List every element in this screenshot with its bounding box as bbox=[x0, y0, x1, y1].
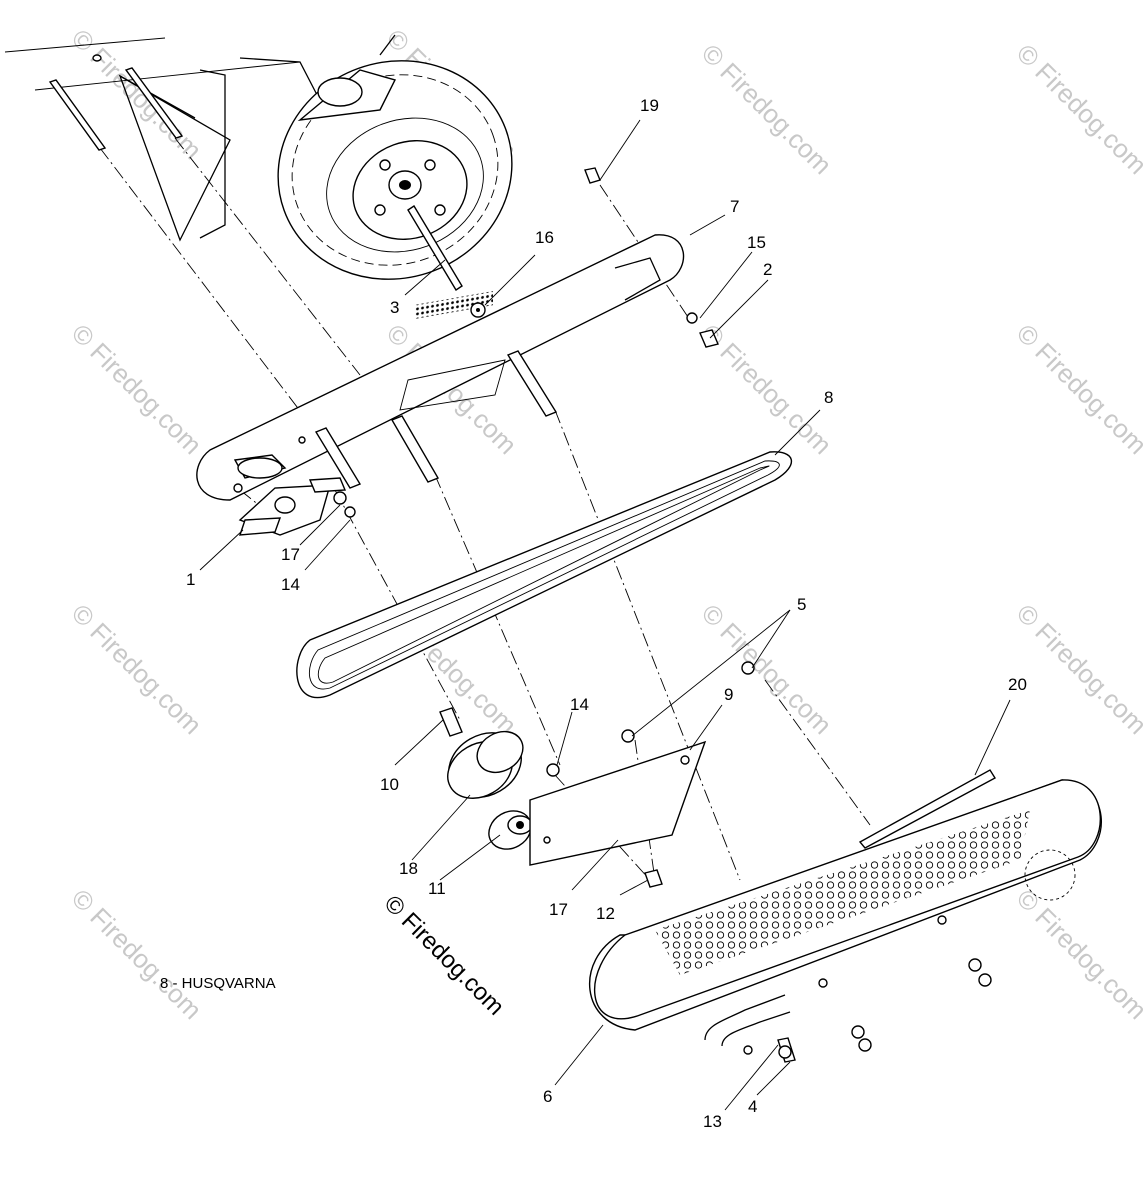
label-10: 10 bbox=[380, 775, 399, 794]
watermark-1: © Firedog.com bbox=[66, 23, 208, 165]
label-11: 11 bbox=[428, 879, 446, 898]
label-12: 12 bbox=[596, 904, 615, 923]
label-19: 19 bbox=[640, 96, 659, 115]
watermark-11: © Firedog.com bbox=[696, 598, 838, 740]
label-17-upper: 17 bbox=[281, 545, 300, 564]
guard-end-ring bbox=[1024, 849, 1076, 901]
watermark-8: © Firedog.com bbox=[1011, 318, 1144, 460]
label-14-lower: 14 bbox=[570, 695, 589, 714]
watermark-14: © Firedog.com bbox=[1011, 883, 1144, 1025]
leader-lines bbox=[199, 119, 1011, 1111]
watermark-3: © Firedog.com bbox=[696, 38, 838, 180]
label-8: 8 bbox=[824, 388, 833, 407]
upper-belt-cover bbox=[196, 234, 685, 501]
pulley-assembly bbox=[447, 730, 533, 850]
label-6: 6 bbox=[543, 1087, 552, 1106]
lower-belt-guard bbox=[588, 769, 1102, 1063]
label-18: 18 bbox=[399, 859, 418, 878]
label-17-lower: 17 bbox=[549, 900, 568, 919]
idler-bracket bbox=[233, 436, 356, 536]
watermark-7: © Firedog.com bbox=[696, 318, 838, 460]
label-14-upper: 14 bbox=[281, 575, 300, 594]
label-15: 15 bbox=[747, 233, 766, 252]
hardware-parts bbox=[439, 167, 755, 888]
watermark-12: © Firedog.com bbox=[1011, 598, 1144, 740]
label-20: 20 bbox=[1008, 675, 1027, 694]
label-16: 16 bbox=[535, 228, 554, 247]
watermark-4: © Firedog.com bbox=[1011, 38, 1144, 180]
mower-frame-fragment bbox=[4, 34, 396, 242]
label-2: 2 bbox=[763, 260, 772, 279]
drive-belt bbox=[296, 451, 793, 699]
cover-vent-grille bbox=[399, 291, 506, 411]
label-5: 5 bbox=[797, 595, 806, 614]
label-9: 9 bbox=[724, 685, 733, 704]
label-1: 1 bbox=[186, 570, 195, 589]
firedog-watermark: © Firedog.com bbox=[379, 890, 510, 1021]
label-4: 4 bbox=[748, 1097, 757, 1116]
spacer-tubes bbox=[314, 350, 558, 489]
diagram-caption: 8 - HUSQVARNA bbox=[160, 975, 276, 992]
cover-plate bbox=[529, 740, 707, 866]
part-number-labels: 19 7 15 2 16 3 8 1 17 14 5 14 9 20 10 18… bbox=[186, 96, 1027, 1131]
label-7: 7 bbox=[730, 197, 739, 216]
wheel-assembly bbox=[277, 60, 513, 291]
watermark-9: © Firedog.com bbox=[66, 598, 208, 740]
watermark-13: © Firedog.com bbox=[66, 883, 208, 1025]
label-13: 13 bbox=[703, 1112, 722, 1131]
label-3: 3 bbox=[390, 298, 399, 317]
watermark-5: © Firedog.com bbox=[66, 318, 208, 460]
